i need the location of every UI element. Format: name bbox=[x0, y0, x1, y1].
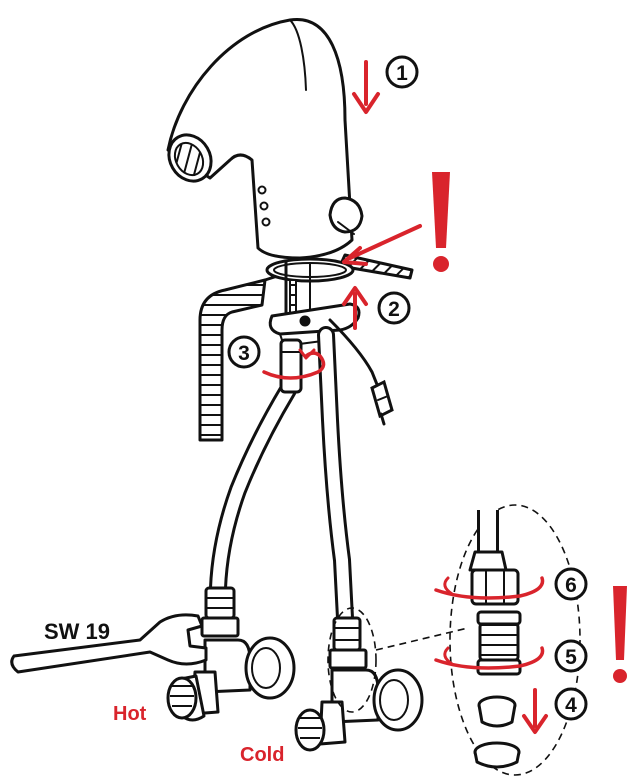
step-badge-3-label: 3 bbox=[238, 342, 250, 365]
pointer-arrow-oring bbox=[342, 224, 422, 266]
hoses bbox=[209, 326, 354, 627]
step-badge-1: 1 bbox=[385, 55, 419, 89]
arrow-up-step2 bbox=[342, 286, 368, 330]
step-badge-6: 6 bbox=[554, 567, 588, 601]
arrow-down-step1 bbox=[352, 60, 380, 114]
rotate-arrow-step5 bbox=[434, 646, 545, 670]
cold-angle-valve bbox=[294, 616, 424, 752]
detail-parts bbox=[468, 510, 522, 769]
wrench-size-label: SW 19 bbox=[44, 619, 111, 644]
hot-label: Hot bbox=[113, 703, 147, 725]
faucet-body bbox=[166, 18, 364, 260]
rotate-arrow-step3 bbox=[262, 348, 326, 380]
sensor-cable bbox=[328, 318, 394, 426]
wrench-sw19 bbox=[10, 613, 208, 674]
rotate-arrow-step6 bbox=[434, 576, 545, 600]
step-badges: 1 2 3 4 5 6 bbox=[227, 55, 588, 721]
warning-exclamation-right bbox=[613, 586, 627, 683]
mounting-assembly bbox=[265, 257, 361, 347]
step-badge-4: 4 bbox=[554, 687, 588, 721]
warning-exclamation-top bbox=[432, 172, 450, 272]
detail-callout bbox=[327, 504, 581, 776]
step-badge-2: 2 bbox=[377, 291, 411, 325]
step-badge-1-label: 1 bbox=[396, 62, 408, 85]
hose-fitting-hot-top bbox=[279, 338, 303, 394]
step-badge-5-label: 5 bbox=[565, 646, 577, 669]
arrow-down-step4 bbox=[522, 688, 548, 734]
cold-label: Cold bbox=[240, 744, 285, 766]
step-badge-4-label: 4 bbox=[565, 694, 577, 717]
red-annotations bbox=[262, 60, 627, 734]
step-badge-2-label: 2 bbox=[388, 298, 400, 321]
step-badge-5: 5 bbox=[554, 639, 588, 673]
hot-angle-valve bbox=[166, 586, 296, 722]
step-badge-3: 3 bbox=[227, 335, 261, 369]
step-badge-6-label: 6 bbox=[565, 574, 577, 597]
